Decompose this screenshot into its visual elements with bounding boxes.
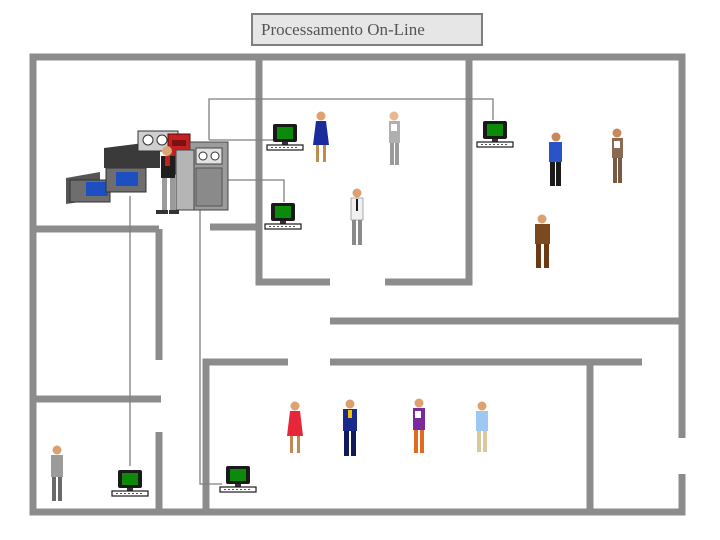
person-icon <box>549 132 562 186</box>
person-icon <box>343 399 357 456</box>
mainframe-icon <box>66 130 229 214</box>
title-box: Processamento On-Line <box>251 13 483 46</box>
operator-person-icon <box>156 146 179 214</box>
wall-office-right <box>385 57 473 286</box>
terminal-icon <box>264 202 302 230</box>
walls <box>29 53 686 516</box>
person-icon <box>313 111 329 162</box>
wall-lower-room-left <box>202 358 288 512</box>
console-unit <box>66 172 111 204</box>
terminal-icon <box>266 123 304 151</box>
person-icon <box>51 445 63 501</box>
console-unit <box>105 167 147 193</box>
wall-office-left <box>255 57 330 286</box>
person-icon <box>535 214 550 268</box>
person-icon <box>350 188 364 245</box>
person-icon <box>476 401 488 452</box>
terminal-icon <box>219 465 257 493</box>
diagram-title: Processamento On-Line <box>261 20 425 39</box>
person-icon <box>389 111 400 165</box>
outer-wall <box>29 53 686 516</box>
wire-to-lower-room-terminal <box>199 196 222 485</box>
terminal-icon <box>476 120 514 148</box>
terminal-icon <box>111 469 149 497</box>
person-icon <box>612 128 623 183</box>
people <box>51 111 623 501</box>
wire-to-right-terminal <box>208 98 494 140</box>
door-gap <box>676 438 688 474</box>
person-icon <box>287 401 303 453</box>
person-icon <box>413 398 425 453</box>
